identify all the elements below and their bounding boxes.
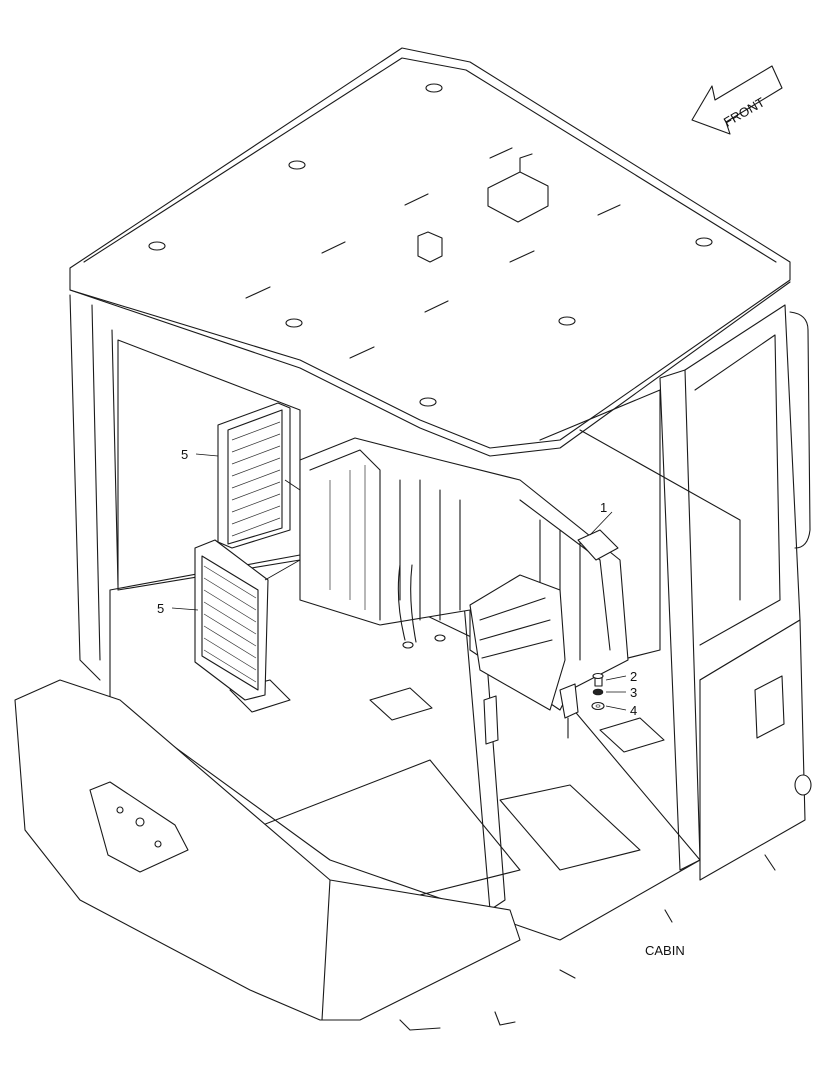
- callout-4: 4: [630, 703, 637, 718]
- cabin-roof: [69, 47, 791, 457]
- hvac-unit: [299, 437, 629, 739]
- cabin-caption: CABIN: [645, 943, 685, 958]
- callout-3: 3: [630, 685, 637, 700]
- air-filter-lower: [194, 539, 269, 701]
- callout-2: 2: [630, 669, 637, 684]
- callout-5-upper: 5: [181, 447, 188, 462]
- callout-1: 1: [600, 500, 607, 515]
- air-filter-upper: [217, 402, 291, 549]
- cabin-frame: [69, 294, 812, 911]
- fastener-stack: [591, 672, 605, 711]
- callout-5-lower: 5: [157, 601, 164, 616]
- front-lower-panel: [14, 679, 776, 1031]
- front-direction-arrow: FRONT: [691, 65, 783, 135]
- callout-leaders: [171, 453, 627, 711]
